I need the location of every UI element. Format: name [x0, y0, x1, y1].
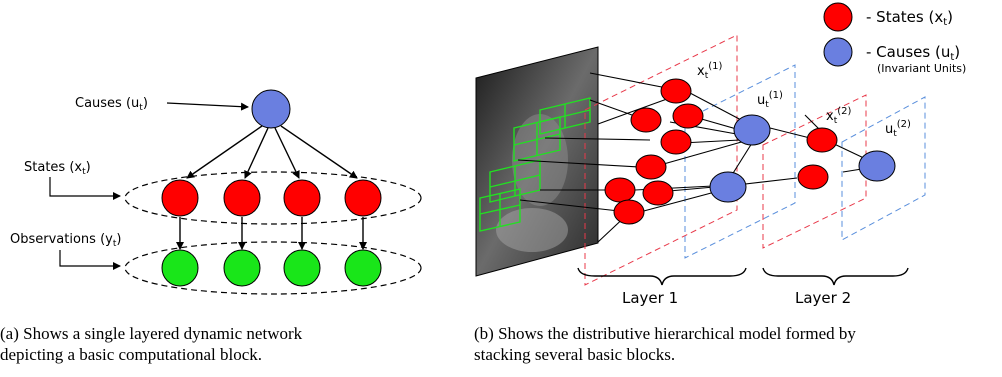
legend: - States (xt) - Causes (ut) (Invariant U… — [823, 2, 966, 75]
states-pointer — [49, 177, 121, 200]
layer1-label: Layer 1 — [622, 289, 678, 307]
legend-states-label: - States (xt) — [866, 8, 953, 28]
cause-node — [709, 171, 747, 203]
layer1-plane-red — [584, 34, 738, 286]
label-u1: ut(1) — [757, 90, 783, 110]
input-image — [475, 46, 599, 277]
state-node — [660, 129, 692, 155]
brace-layer2 — [762, 267, 909, 286]
observations-ellipse — [124, 241, 422, 295]
state-node — [660, 78, 692, 104]
cause-to-state-arrows — [186, 125, 358, 179]
legend-state-swatch — [823, 2, 853, 32]
caption-b-line1: (b) Shows the distributive hierarchical … — [474, 324, 856, 343]
cause-node — [251, 89, 291, 129]
observation-node — [344, 249, 382, 287]
causes-pointer — [166, 102, 249, 111]
legend-causes-label: - Causes (ut) — [866, 43, 960, 63]
caption-a-line2: depicting a basic computational block. — [0, 345, 262, 364]
cause-node — [858, 150, 896, 182]
state-node — [630, 107, 662, 133]
state-node — [283, 179, 321, 217]
causes-label: Causes (ut) — [75, 96, 148, 113]
state-to-observation-arrows — [176, 217, 367, 250]
panel-a: Causes (ut) States (xt) Observations (yt… — [0, 89, 422, 364]
state-node — [223, 179, 261, 217]
label-u2: ut(2) — [885, 119, 911, 139]
cause-node — [733, 114, 771, 146]
state-node — [161, 179, 199, 217]
state-node — [672, 103, 704, 129]
observations-pointer — [59, 250, 121, 270]
observation-node — [161, 249, 199, 287]
layer2-state-nodes — [797, 127, 838, 190]
state-node — [806, 127, 838, 153]
panel-b: xt(1) ut(1) xt(2) ut(2) - States (xt) - … — [474, 2, 966, 364]
states-label: States (xt) — [24, 160, 91, 177]
label-x2: xt(2) — [826, 106, 851, 126]
caption-b-line2: stacking several basic blocks. — [474, 345, 675, 364]
layer2-plane-blue — [841, 96, 926, 241]
patch-grid — [479, 97, 591, 232]
legend-causes-note: (Invariant Units) — [877, 62, 966, 75]
layer1-plane-blue — [684, 64, 796, 259]
layer2-label: Layer 2 — [795, 289, 851, 307]
brace-layer1 — [577, 267, 747, 286]
layer2-cause-nodes — [858, 150, 896, 182]
legend-cause-swatch — [823, 37, 853, 67]
observations-label: Observations (yt) — [10, 232, 121, 249]
state-node — [344, 179, 382, 217]
state-node — [642, 180, 674, 206]
observation-node — [223, 249, 261, 287]
caption-a-line1: (a) Shows a single layered dynamic netwo… — [0, 324, 303, 343]
state-node — [604, 177, 636, 203]
layer1-state-nodes — [604, 78, 704, 225]
label-x1: xt(1) — [697, 61, 722, 81]
states-ellipse — [124, 171, 422, 225]
state-node — [797, 164, 829, 190]
observation-node — [283, 249, 321, 287]
layer1-cause-nodes — [709, 114, 771, 203]
state-node — [635, 154, 667, 180]
state-node — [613, 199, 645, 225]
